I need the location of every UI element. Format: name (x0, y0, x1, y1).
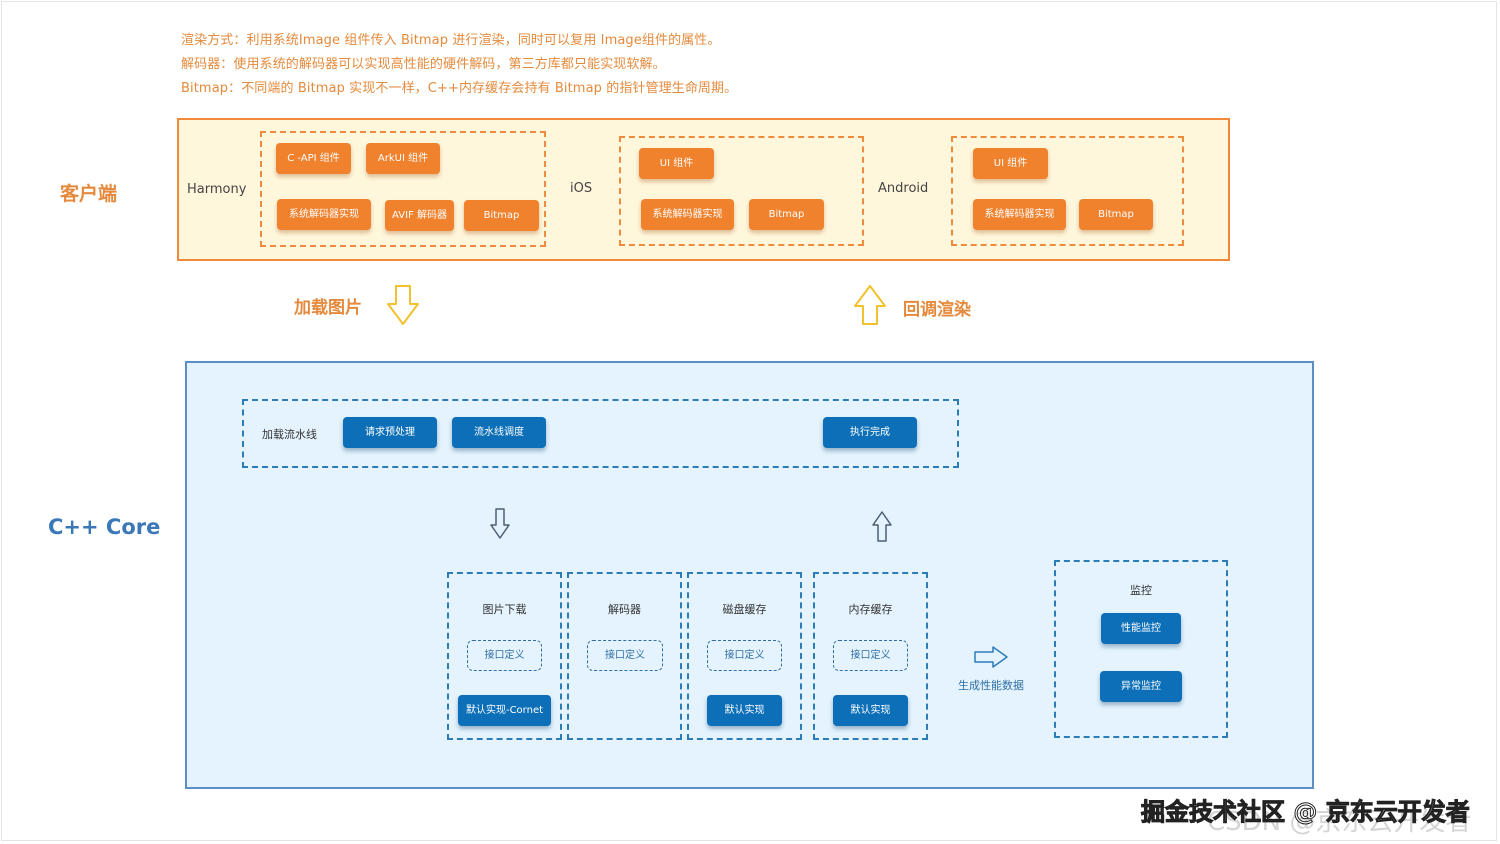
client-panel (177, 118, 1230, 261)
note-rendering: 渲染方式：利用系统Image 组件传入 Bitmap 进行渲染，同时可以复用 I… (181, 33, 721, 48)
arrow-right-icon (974, 646, 1008, 668)
module-disk-cache (687, 572, 802, 740)
platform-android: Android (878, 181, 929, 196)
ios-system-decoder: 系统解码器实现 (641, 199, 734, 230)
load-image-label: 加载图片 (294, 298, 362, 318)
monitor-title: 监控 (1130, 584, 1152, 597)
watermark-csdn: CSDN @京东云开发者 (1207, 807, 1472, 837)
harmony-system-decoder: 系统解码器实现 (277, 199, 371, 230)
module-decoder (567, 572, 682, 740)
android-system-decoder: 系统解码器实现 (973, 199, 1066, 230)
harmony-bitmap: Bitmap (464, 200, 539, 231)
perf-data-label: 生成性能数据 (958, 679, 1024, 692)
core-arrow-down-icon (490, 508, 510, 539)
harmony-arkui-component: ArkUI 组件 (366, 143, 440, 174)
callback-render-label: 回调渲染 (903, 300, 971, 320)
pipeline-step-complete: 执行完成 (823, 417, 917, 448)
android-group (951, 136, 1184, 246)
platform-ios: iOS (570, 181, 593, 196)
android-ui-component: UI 组件 (973, 148, 1048, 179)
module-image-download (447, 572, 562, 740)
harmony-avif-decoder: AVIF 解码器 (385, 200, 454, 231)
module-image-download-impl: 默认实现-Cornet (458, 695, 551, 726)
monitor-performance: 性能监控 (1101, 613, 1181, 644)
pipeline-step-schedule: 流水线调度 (452, 417, 546, 448)
module-memory-cache-interface: 接口定义 (833, 640, 908, 671)
android-bitmap: Bitmap (1079, 199, 1153, 230)
arrow-up-icon (854, 285, 886, 325)
module-memory-cache-impl: 默认实现 (833, 695, 908, 726)
module-disk-cache-impl: 默认实现 (707, 695, 782, 726)
module-decoder-interface: 接口定义 (587, 640, 663, 671)
pipeline-title: 加载流水线 (262, 428, 317, 441)
module-image-download-interface: 接口定义 (467, 640, 542, 671)
client-label: 客户端 (60, 183, 118, 205)
core-label: C++ Core (48, 515, 161, 539)
ios-bitmap: Bitmap (749, 199, 824, 230)
core-arrow-up-icon (872, 511, 892, 542)
arrow-down-icon (387, 285, 419, 325)
pipeline-group (242, 399, 959, 468)
module-memory-cache-title: 内存缓存 (848, 603, 893, 616)
pipeline-step-preprocess: 请求预处理 (343, 417, 437, 448)
note-decoder: 解码器：使用系统的解码器可以实现高性能的硬件解码，第三方库都只能实现软解。 (181, 57, 666, 72)
harmony-group (260, 131, 546, 247)
note-bitmap: Bitmap：不同端的 Bitmap 实现不一样，C++内存缓存会持有 Bitm… (181, 81, 738, 96)
watermark-juejin: 掘金技术社区 @ 京东云开发者 (1141, 798, 1471, 827)
module-disk-cache-title: 磁盘缓存 (722, 603, 767, 616)
module-decoder-title: 解码器 (608, 603, 641, 616)
monitor-exception: 异常监控 (1100, 671, 1182, 702)
monitor-group (1054, 560, 1228, 738)
platform-harmony: Harmony (187, 182, 247, 197)
module-disk-cache-interface: 接口定义 (707, 640, 782, 671)
harmony-capi-component: C -API 组件 (276, 143, 351, 174)
module-image-download-title: 图片下载 (482, 603, 527, 616)
ios-ui-component: UI 组件 (639, 148, 714, 179)
ios-group (619, 136, 864, 246)
module-memory-cache (813, 572, 928, 740)
